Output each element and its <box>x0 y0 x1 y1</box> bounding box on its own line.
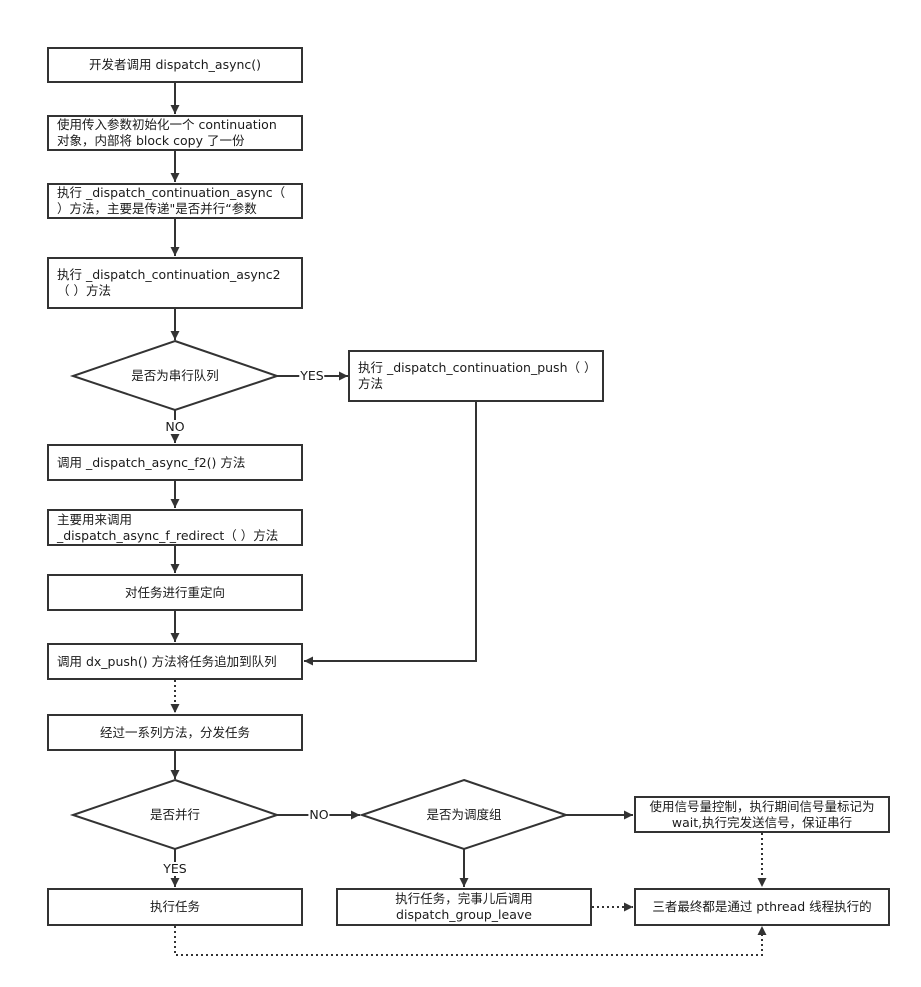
step-continuation-async2: 执行 _dispatch_continuation_async2（ ）方法 <box>47 257 303 309</box>
step-continuation-push-text: 执行 _dispatch_continuation_push（ ）方法 <box>358 360 591 391</box>
step-continuation-async-text: 执行 _dispatch_continuation_async（ ）方法，主要是… <box>57 185 286 216</box>
decision-group-shape <box>358 778 570 851</box>
step-dispatch-task-text: 经过一系列方法，分发任务 <box>99 724 250 740</box>
step-init-continuation-text: 使用传入参数初始化一个 continuation 对象，内部将 block co… <box>57 117 277 148</box>
edge-label-serial-no: NO <box>164 419 186 434</box>
step-call-dispatch-async: 开发者调用 dispatch_async() <box>47 47 303 83</box>
edge-n5-n9 <box>304 401 477 666</box>
step-async-f2-text: 调用 _dispatch_async_f2() 方法 <box>57 454 246 470</box>
step-dx-push: 调用 dx_push() 方法将任务追加到队列 <box>47 643 303 680</box>
edge-label-serial-yes: YES <box>299 368 325 383</box>
step-execute-task-text: 执行任务 <box>149 899 200 914</box>
step-pthread-execution-text: 三者最终都是通过 pthread 线程执行的 <box>652 899 872 914</box>
step-call-dispatch-async-text: 开发者调用 dispatch_async() <box>88 57 262 72</box>
step-execute-group-leave-text: 执行任务，完事儿后调用dispatch_group_leave <box>395 891 533 922</box>
step-async-f-redirect-text: 主要用来调用 _dispatch_async_f_redirect（ ）方法 <box>57 511 279 543</box>
decision-serial-queue-shape <box>69 339 281 412</box>
step-execute-group-leave: 执行任务，完事儿后调用dispatch_group_leave <box>336 888 592 926</box>
step-async-f2: 调用 _dispatch_async_f2() 方法 <box>47 444 303 481</box>
step-continuation-async2-text: 执行 _dispatch_continuation_async2（ ）方法 <box>57 267 281 298</box>
step-async-f-redirect: 主要用来调用 _dispatch_async_f_redirect（ ）方法 <box>47 509 303 546</box>
step-semaphore-control: 使用信号量控制，执行期间信号量标记为wait,执行完发送信号，保证串行 <box>634 796 890 833</box>
decision-group-label: 是否为调度组 <box>426 807 502 822</box>
edge-label-concurrent-no: NO <box>308 807 330 822</box>
step-redirect-task-text: 对任务进行重定向 <box>124 584 225 600</box>
step-pthread-execution: 三者最终都是通过 pthread 线程执行的 <box>634 888 890 926</box>
step-continuation-async: 执行 _dispatch_continuation_async（ ）方法，主要是… <box>47 183 303 219</box>
step-dispatch-task: 经过一系列方法，分发任务 <box>47 714 303 751</box>
step-execute-task: 执行任务 <box>47 888 303 926</box>
step-semaphore-control-text: 使用信号量控制，执行期间信号量标记为wait,执行完发送信号，保证串行 <box>649 798 875 830</box>
decision-concurrent-shape <box>69 778 281 851</box>
step-continuation-push: 执行 _dispatch_continuation_push（ ）方法 <box>348 350 604 402</box>
decision-serial-queue-label: 是否为串行队列 <box>131 368 219 383</box>
step-dx-push-text: 调用 dx_push() 方法将任务追加到队列 <box>57 653 277 669</box>
edge-n12-n14 <box>174 926 767 956</box>
edge-label-concurrent-yes: YES <box>162 861 188 876</box>
step-redirect-task: 对任务进行重定向 <box>47 574 303 611</box>
decision-concurrent-label: 是否并行 <box>149 807 201 822</box>
step-init-continuation: 使用传入参数初始化一个 continuation 对象，内部将 block co… <box>47 115 303 151</box>
